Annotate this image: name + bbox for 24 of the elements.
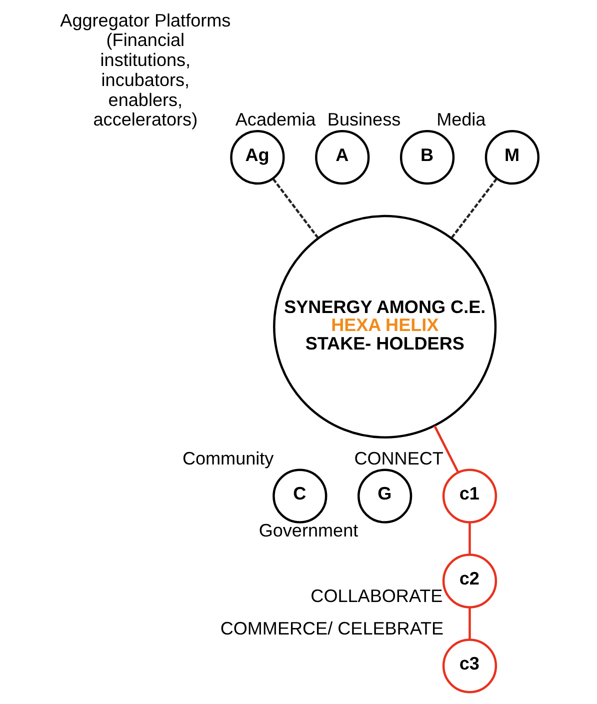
node-circle: G: [357, 468, 412, 524]
node-label: COLLABORATE: [310, 586, 442, 606]
node-circle: A: [314, 130, 370, 185]
node-label: Community: [182, 448, 274, 468]
node-label: Aggregator Platforms (Financial institutions, incubators, enablers, accelerators): [60, 10, 230, 130]
node-circle: Ag: [230, 130, 284, 185]
node-circle: c2: [442, 554, 497, 608]
connector: [433, 425, 459, 473]
connector: [450, 178, 497, 239]
node-circle: c3: [442, 638, 497, 694]
node-label: Academia: [234, 110, 316, 130]
node-circle: c1: [442, 468, 497, 524]
node-label: Government: [258, 520, 358, 541]
connector: [468, 607, 470, 640]
node-circle: B: [399, 130, 454, 185]
node-circle: SYNERGY AMONG C.E. HEXA HELIX STAKE- HOLDERS: [272, 214, 496, 438]
node-label: COMMERCE/ CELEBRATE: [220, 618, 444, 638]
node-label: Media: [436, 110, 486, 130]
node-label: CONNECT: [354, 448, 443, 468]
node-circle: C: [272, 468, 327, 524]
connector: [272, 178, 319, 239]
node-label: Business: [326, 110, 400, 130]
node-circle: M: [484, 130, 540, 185]
connector: [468, 522, 470, 555]
